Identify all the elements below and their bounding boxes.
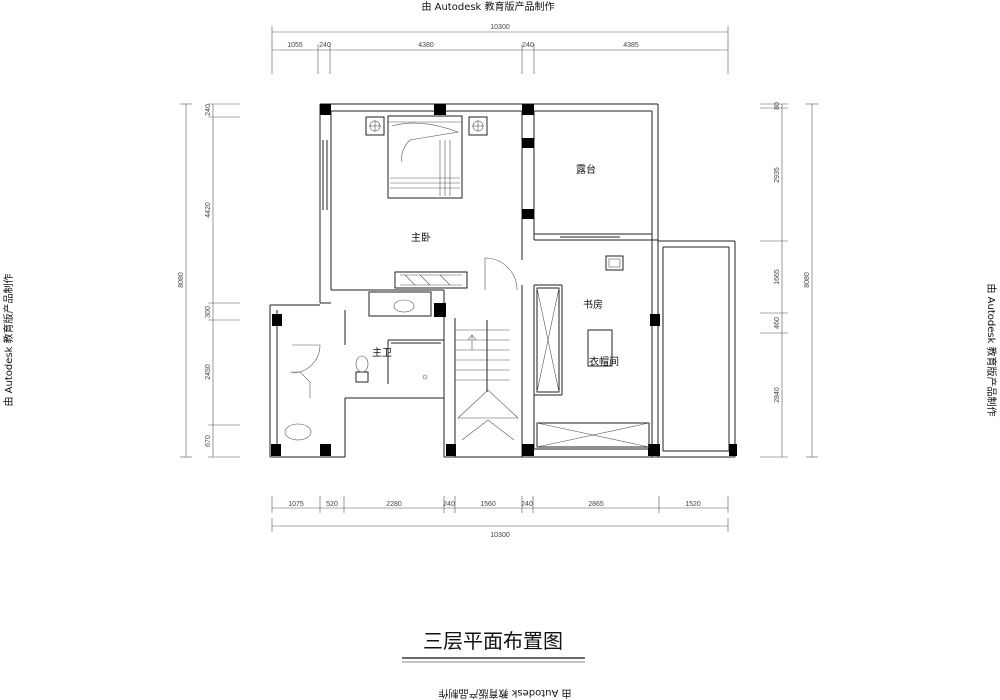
column <box>522 104 534 115</box>
dim-bottom-4: 1560 <box>480 501 496 508</box>
washbasin-corner <box>284 371 312 441</box>
columns <box>271 104 737 456</box>
bedroom-door <box>484 257 518 291</box>
column <box>434 303 446 317</box>
column <box>522 444 534 456</box>
dim-top-1: 240 <box>319 42 331 49</box>
nightstand-right <box>468 116 488 136</box>
dim-right-total: 8080 <box>804 272 811 288</box>
watermark-left: 由 Autodesk 教育版产品制作 <box>2 273 15 406</box>
dim-bottom-1: 520 <box>326 501 338 508</box>
dim-bottom-2: 2280 <box>386 501 402 508</box>
dim-top-4: 4385 <box>623 42 639 49</box>
room-label-wardrobe: 衣帽间 <box>589 355 619 368</box>
bed <box>387 115 463 199</box>
column <box>522 138 534 148</box>
room-label-master-bedroom: 主卧 <box>411 231 431 244</box>
dim-bottom-total: 10300 <box>490 532 510 539</box>
dim-right-3: 460 <box>774 317 781 329</box>
drawing-title: 三层平面布置图 <box>423 629 563 653</box>
watermark-top: 由 Autodesk 教育版产品制作 <box>421 0 554 13</box>
dim-right-4: 2840 <box>774 387 781 403</box>
toilet <box>355 355 369 383</box>
wardrobe-cabinet <box>536 287 650 448</box>
dimension-right: 80 2935 1665 460 2840 8080 <box>760 102 818 458</box>
dim-top-2: 4380 <box>418 42 434 49</box>
bath-door <box>291 344 321 374</box>
column <box>320 104 331 115</box>
shower-drain <box>422 374 428 380</box>
dim-bottom-6: 2865 <box>588 501 604 508</box>
dimension-top: 10300 1055 240 4380 240 4385 <box>271 24 729 74</box>
study-chair <box>605 255 624 271</box>
dim-left-2: 300 <box>205 306 212 318</box>
column <box>650 314 660 326</box>
tv-cabinet <box>394 271 468 289</box>
dim-bottom-3: 240 <box>443 501 455 508</box>
dim-right-0: 80 <box>774 102 781 110</box>
column <box>648 444 660 456</box>
walls <box>269 103 736 458</box>
column <box>446 444 456 456</box>
dim-top-total: 10300 <box>490 24 510 31</box>
column <box>320 444 331 456</box>
nightstand-left <box>365 116 385 136</box>
dim-left-total: 8080 <box>178 272 185 288</box>
dim-left-4: 670 <box>205 435 212 447</box>
dim-bottom-5: 240 <box>521 501 533 508</box>
room-label-master-bath: 主卫 <box>372 347 392 359</box>
dimension-bottom: 1075 520 2280 240 1560 240 2865 1520 103… <box>271 496 729 539</box>
column <box>729 444 737 456</box>
watermark-right: 由 Autodesk 教育版产品制作 <box>985 283 998 416</box>
column <box>522 209 534 219</box>
room-label-study: 书房 <box>583 298 603 311</box>
wardrobe-island <box>587 329 613 367</box>
dim-right-2: 1665 <box>774 269 781 285</box>
dim-bottom-0: 1075 <box>288 501 304 508</box>
room-label-terrace: 露台 <box>576 163 596 176</box>
column <box>271 444 281 456</box>
watermark-bottom: 由 Autodesk 教育版产品制作 <box>438 687 571 700</box>
dim-bottom-7: 1520 <box>685 501 701 508</box>
dim-left-3: 2450 <box>205 364 212 380</box>
dim-left-0: 240 <box>205 104 212 116</box>
dim-top-3: 240 <box>522 42 534 49</box>
bath-vanity <box>368 291 432 317</box>
column <box>434 104 446 115</box>
column <box>272 314 282 326</box>
dimension-left: 8080 240 4420 300 2450 670 <box>178 103 240 458</box>
staircase <box>455 320 519 441</box>
dim-left-1: 4420 <box>205 202 212 218</box>
dim-right-1: 2935 <box>774 167 781 183</box>
dim-top-0: 1055 <box>287 42 303 49</box>
